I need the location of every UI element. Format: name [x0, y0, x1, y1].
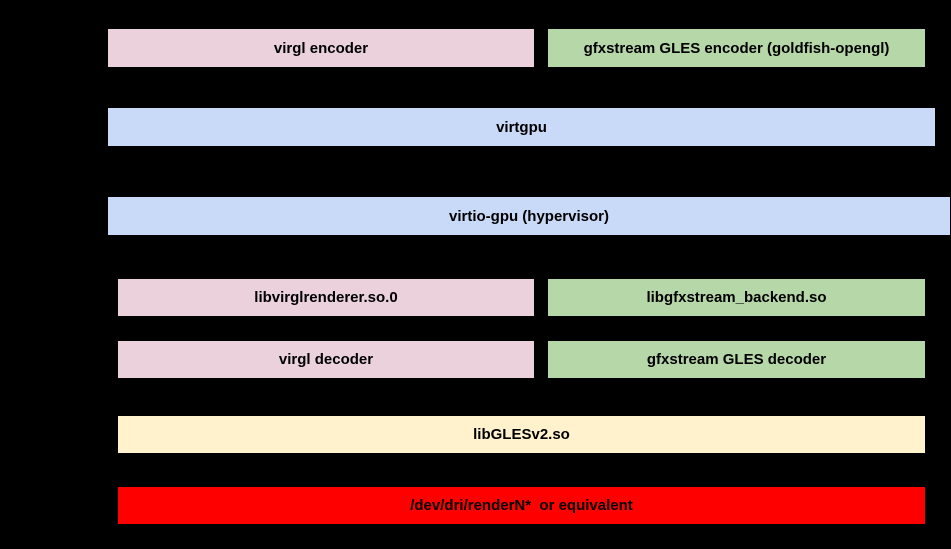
box-virgl-decoder: virgl decoder	[117, 340, 535, 379]
box-libvirglrenderer: libvirglrenderer.so.0	[117, 278, 535, 317]
box-libgfxstream-backend: libgfxstream_backend.so	[547, 278, 926, 317]
box-gfxstream-gles-encoder: gfxstream GLES encoder (goldfish-opengl)	[547, 28, 926, 68]
box-libglesv2: libGLESv2.so	[117, 415, 926, 454]
box-virtgpu: virtgpu	[107, 107, 936, 147]
box-virtio-gpu-hypervisor: virtio-gpu (hypervisor)	[107, 196, 951, 236]
box-virgl-encoder: virgl encoder	[107, 28, 535, 68]
box-gfxstream-gles-decoder: gfxstream GLES decoder	[547, 340, 926, 379]
box-dev-dri-rendern: /dev/dri/renderN* or equivalent	[117, 486, 926, 525]
